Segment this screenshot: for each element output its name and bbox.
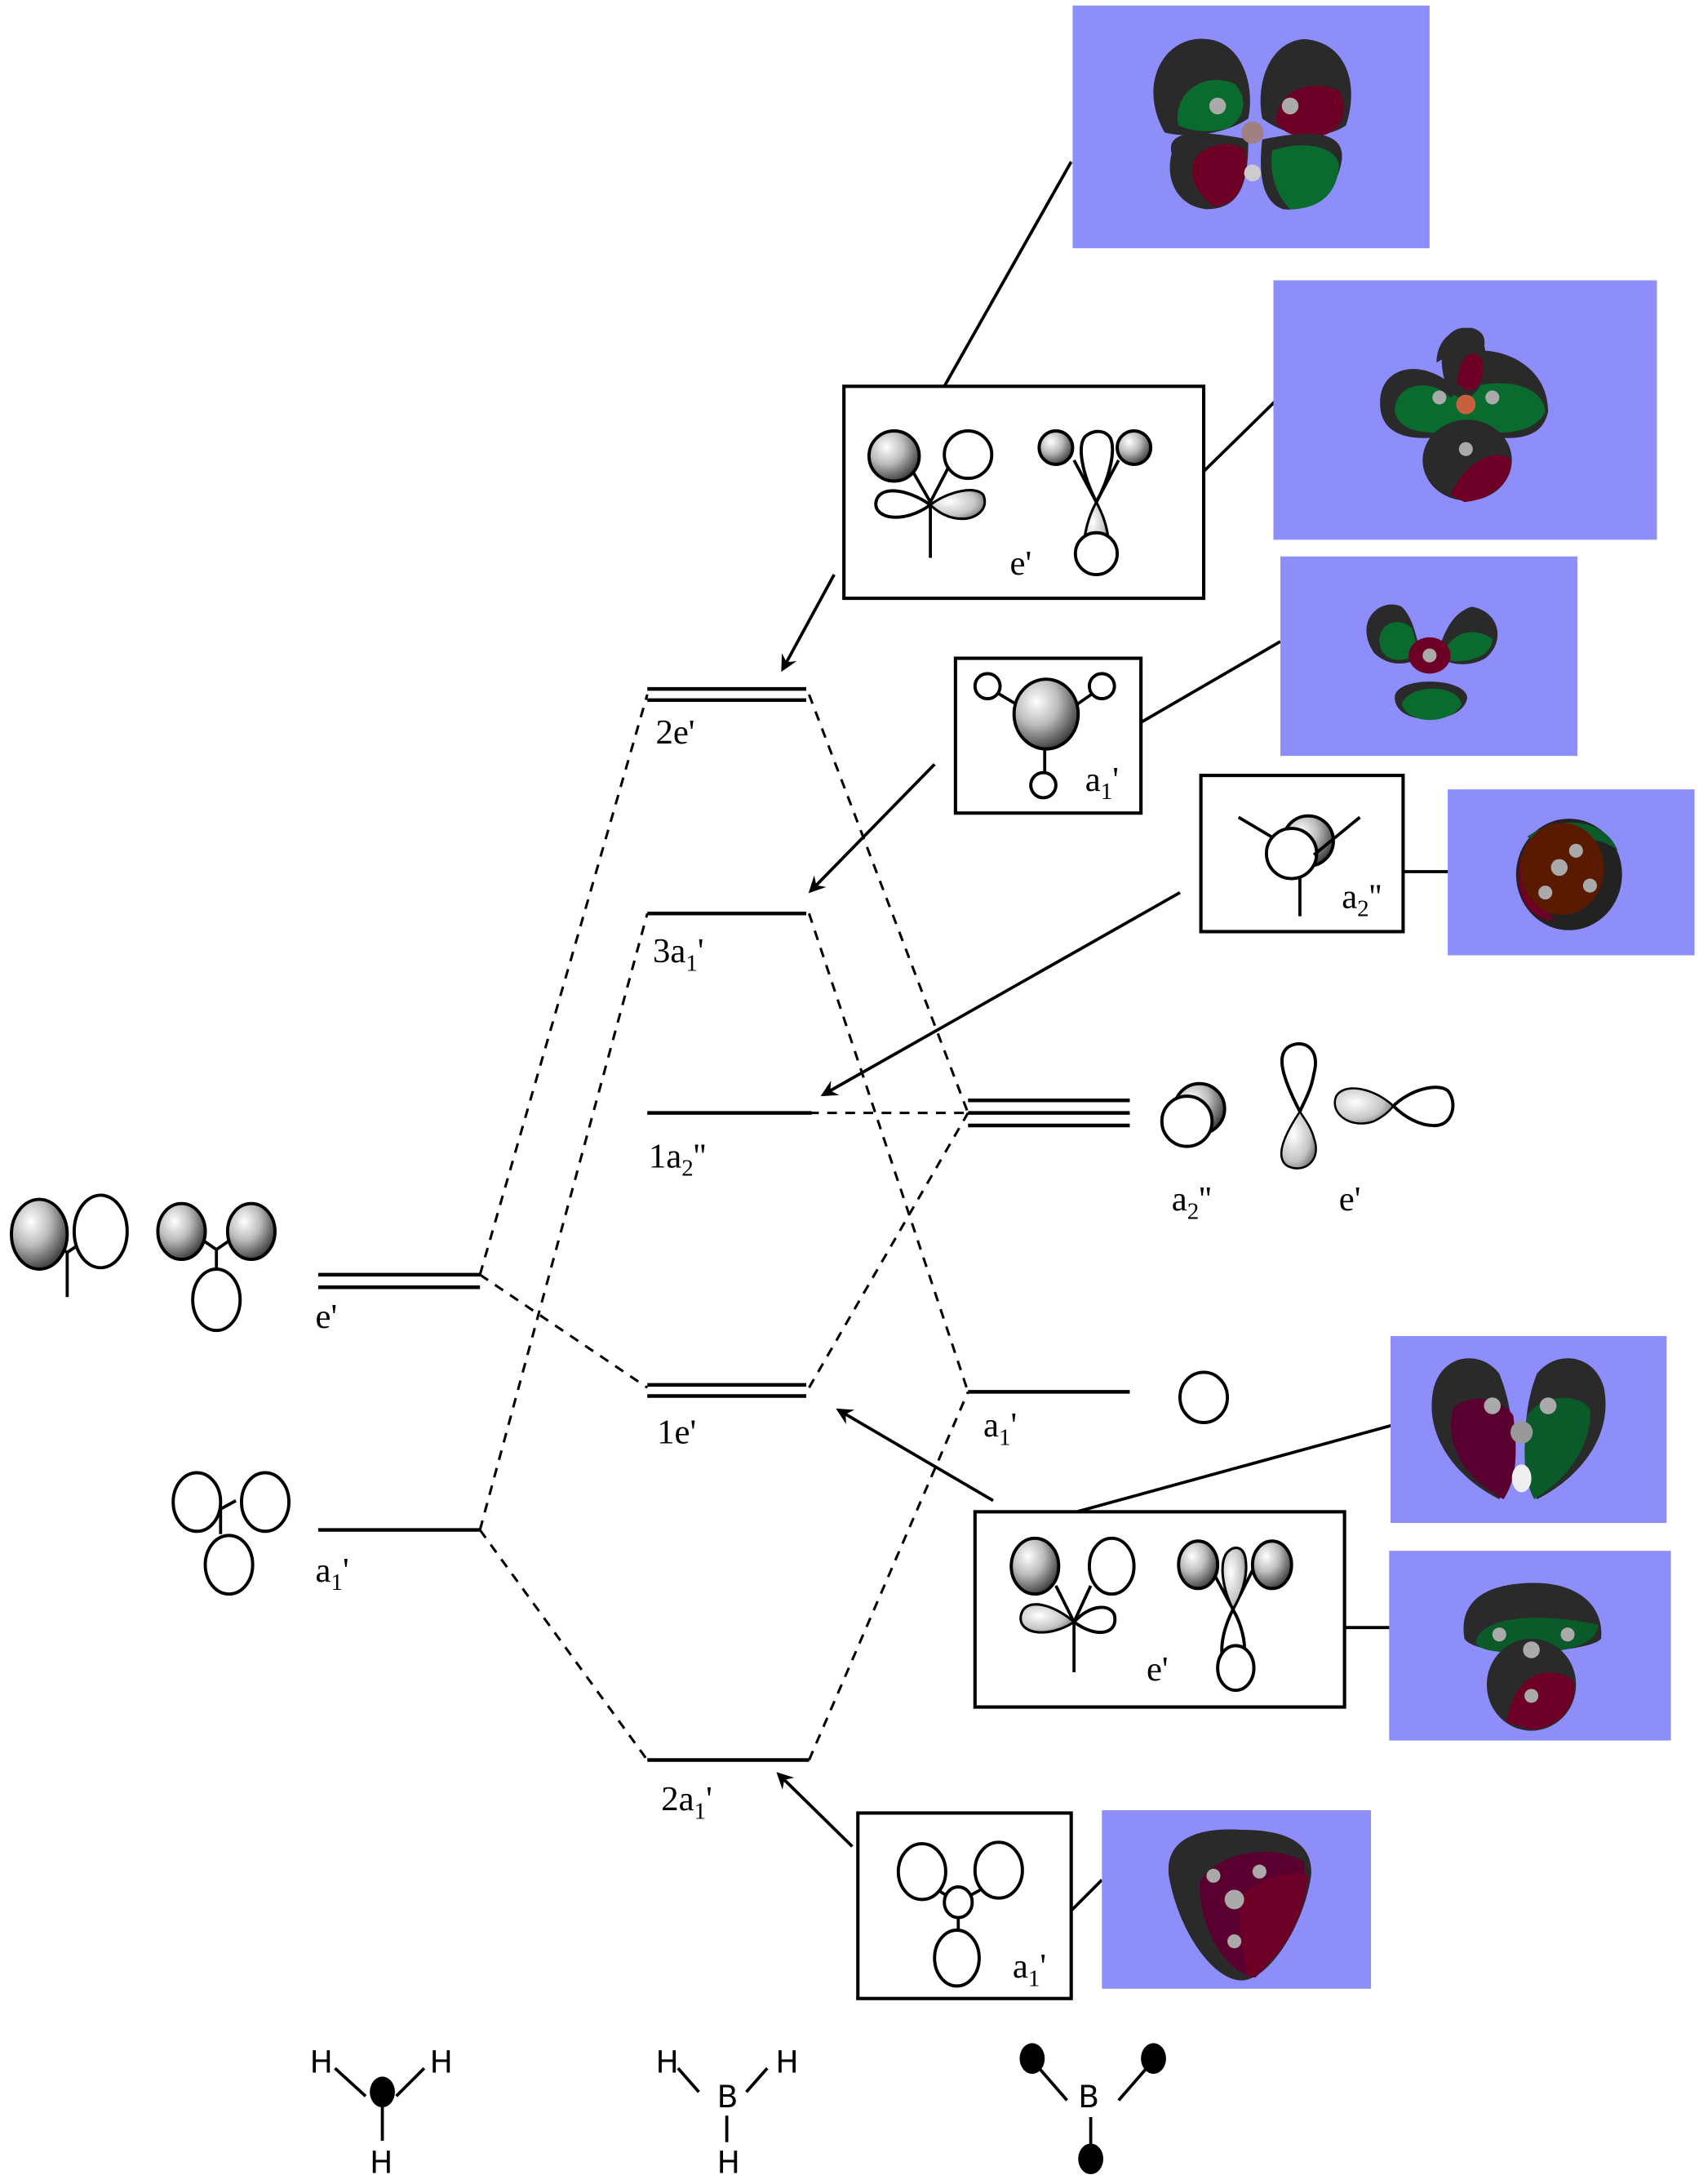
a2-box-label: a2'' xyxy=(1342,877,1382,921)
b-fragment: a1' a2'' e' xyxy=(968,1041,1455,1450)
corr-h3a1-2a1 xyxy=(478,1529,649,1761)
h3-fragment: e' a1' xyxy=(10,1193,481,1596)
box-e-bottom: e' xyxy=(973,1423,1393,1709)
h3-atom-h1: H xyxy=(310,2044,333,2080)
corr-bp-2e xyxy=(808,694,969,1114)
b-s-label: a1' xyxy=(983,1406,1017,1450)
render-1e-b xyxy=(1389,1551,1671,1741)
b-pxy-orbitals xyxy=(1280,1041,1455,1170)
bh3-atom-h3: H xyxy=(717,2144,740,2180)
render-2e-b xyxy=(1273,280,1657,540)
box-a1-bottom: a1' xyxy=(856,1811,1103,2000)
box-a1-top: a1' xyxy=(953,640,1281,815)
h3-e-label: e' xyxy=(316,1298,338,1336)
h3-atom-h2: H xyxy=(430,2044,453,2080)
b-atom: B xyxy=(1078,2079,1099,2115)
a1-bottom-label: a1' xyxy=(1013,1947,1046,1991)
corr-h3a1-3a1 xyxy=(478,912,649,1530)
b-p-e-label: e' xyxy=(1339,1180,1361,1219)
mo-1a2-label: 1a2'' xyxy=(649,1137,706,1181)
connector-e-bottom-1 xyxy=(1076,1423,1393,1514)
box-e-top: e' xyxy=(842,161,1276,601)
bh3-atom-h1: H xyxy=(655,2044,678,2080)
corr-h3e-1e xyxy=(479,1273,649,1389)
corr-bp-1e xyxy=(808,1112,969,1389)
connector-e-top-2 xyxy=(1202,400,1276,473)
correlation-lines xyxy=(478,694,969,1761)
connector-a1-bottom xyxy=(1070,1879,1103,1912)
arrow-a2-to-1a2 xyxy=(820,891,1181,1097)
h3-a1-orbital xyxy=(171,1471,291,1596)
box-a2: a2'' xyxy=(1199,774,1449,934)
render-2e-a xyxy=(1072,5,1430,249)
arrow-e-bottom-to-1e xyxy=(836,1408,994,1503)
mo-1e-label: 1e' xyxy=(657,1414,696,1452)
molecule-h3: H H H xyxy=(310,2044,453,2180)
mo-3a1-label: 3a1' xyxy=(653,932,704,976)
arrow-a1-bottom-to-2a1 xyxy=(776,1772,854,1848)
corr-bs-2a1 xyxy=(808,1391,969,1761)
b-p-a2-label: a2'' xyxy=(1172,1180,1212,1224)
connector-a1-top xyxy=(1140,640,1281,724)
e-top-label: e' xyxy=(1010,544,1032,583)
h3-a1-label: a1' xyxy=(316,1551,349,1596)
h3-e-orbital-1 xyxy=(10,1193,129,1298)
e-top-orbital-1 xyxy=(867,429,994,558)
connector-e-top-1 xyxy=(943,161,1073,388)
e-bottom-label: e' xyxy=(1147,1650,1169,1689)
render-2a1 xyxy=(1102,1810,1372,1989)
a1-top-label: a1' xyxy=(1085,761,1119,805)
bh3-atom-b: B xyxy=(717,2079,739,2115)
bh3-mos: 2e' 3a1' 1a2'' 1e' 2a1' xyxy=(647,686,812,1824)
render-a1-top xyxy=(1280,556,1577,757)
arrow-e-top-to-2e xyxy=(781,574,836,673)
render-a2 xyxy=(1448,789,1695,956)
arrow-a1-top-to-3a1 xyxy=(808,763,936,894)
bh3-atom-h2: H xyxy=(775,2044,798,2080)
h3-e-orbital-2 xyxy=(156,1201,277,1333)
mo-2a1-label: 2a1' xyxy=(661,1780,712,1824)
molecule-bh3: H H B H xyxy=(655,2044,798,2180)
b-s-orbital xyxy=(1178,1370,1230,1424)
corr-bs-3a1 xyxy=(807,912,969,1392)
h3-atom-h3: H xyxy=(370,2144,393,2180)
corr-h3e-2e xyxy=(478,694,649,1276)
e-top-orbital-2 xyxy=(1037,429,1153,576)
e-bottom-orbital-1 xyxy=(1009,1536,1136,1672)
b-pz-orbital xyxy=(1160,1081,1227,1148)
arrows xyxy=(776,574,1181,1848)
mo-2e-label: 2e' xyxy=(655,713,694,752)
molecule-b-only: B xyxy=(1019,2043,1166,2175)
e-bottom-orbital-2 xyxy=(1177,1539,1293,1693)
render-1e-a xyxy=(1391,1336,1667,1524)
